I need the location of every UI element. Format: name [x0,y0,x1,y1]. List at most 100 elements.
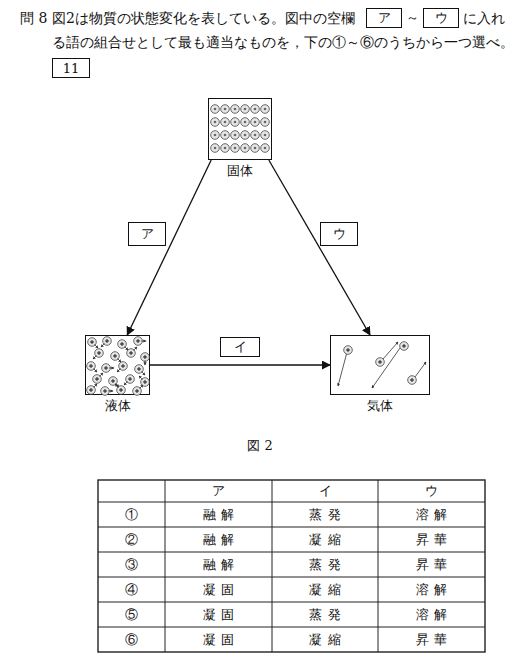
particle [95,349,104,358]
particle [211,131,220,140]
particle [102,364,111,373]
table-cell: 凝固 [165,602,272,627]
particle [93,375,102,384]
particle [251,105,260,114]
table-header: ウ [378,480,485,502]
particle [251,118,260,127]
particle [251,144,260,153]
state-label: 固体 [179,162,301,180]
particle [101,387,110,396]
table-cell: 凝固 [165,627,272,652]
table-cell: 凝縮 [272,627,378,652]
table-line [98,577,485,578]
particle [221,118,230,127]
particle [141,353,150,362]
choice-number: ⑥ [98,627,165,652]
particle [241,131,250,140]
table-cell: 融解 [165,552,272,577]
motion-arrow [139,376,143,380]
particle [141,378,150,387]
table-cell: 溶解 [378,577,485,602]
motion-arrow [372,348,400,388]
table-cell: 昇華 [378,527,485,552]
particle [261,105,270,114]
state-box: 固体 [208,98,272,160]
particle [88,338,97,347]
particle [231,118,240,127]
table-line [98,552,485,553]
blank-label: ア [378,9,391,27]
question-number: 問 8 [20,6,52,30]
transition-arrow [269,160,370,335]
particle [211,144,220,153]
table-cell: 凝縮 [272,527,378,552]
state-box: 気体 [330,335,430,395]
solid-particles [211,105,270,153]
motion-arrow [94,384,98,388]
particle [87,386,96,395]
answer-number-box: 11 [52,58,90,78]
particle [126,375,135,384]
particle [118,340,127,349]
table-border [98,480,485,652]
motion-arrow [415,362,426,377]
particle [135,365,144,374]
question-text: 図2は物質の状態変化を表している。図中の空欄 [52,6,364,30]
blank-label: ウ [333,225,346,243]
motion-arrow [116,384,120,388]
motion-arrow [115,384,119,388]
gas-particles [338,342,426,388]
blank-label: イ [234,338,247,356]
particle [344,346,353,355]
particle [241,105,250,114]
range-mark: ～ [403,6,422,30]
blank-box: ウ [320,222,358,246]
motion-arrow [142,372,146,376]
motion-arrow [145,361,146,366]
particle [134,337,143,346]
motion-arrow [101,344,105,348]
particle [261,144,270,153]
table-cell: 昇華 [378,627,485,652]
particle [231,144,240,153]
motion-arrow [124,382,128,386]
liquid-particles [87,337,150,396]
particle [87,362,96,371]
blank-box: ウ [423,8,459,28]
particle [231,131,240,140]
table-line [98,527,485,528]
blank-box: ア [366,8,402,28]
motion-arrow [140,385,144,389]
table-line [98,627,485,628]
particle [400,342,409,351]
blank-box: イ [220,337,260,357]
table-line [272,480,273,652]
blank-label: 11 [63,61,80,76]
motion-arrow [95,345,99,349]
table-line [98,602,485,603]
choice-number: ④ [98,577,165,602]
table-cell: 凝固 [165,577,272,602]
table-cell: 蒸発 [272,552,378,577]
table-cell: 蒸発 [272,502,378,527]
state-box: 液体 [85,335,150,395]
motion-arrow [117,369,121,373]
answer-table [98,480,485,652]
particle [119,362,128,371]
table-cell: 溶解 [378,502,485,527]
motion-arrow [125,347,129,351]
motion-arrow [142,341,147,342]
motion-arrow [94,369,98,373]
particle [111,352,120,361]
particle [117,386,126,395]
particle [127,349,136,358]
table-cell: 蒸発 [272,602,378,627]
particle [221,105,230,114]
table-header: イ [272,480,378,502]
choice-number: ① [98,502,165,527]
table-line [98,502,485,503]
motion-arrow [338,354,347,386]
table-line [165,480,166,652]
particle [408,376,417,385]
blank-box: ア [128,222,166,246]
